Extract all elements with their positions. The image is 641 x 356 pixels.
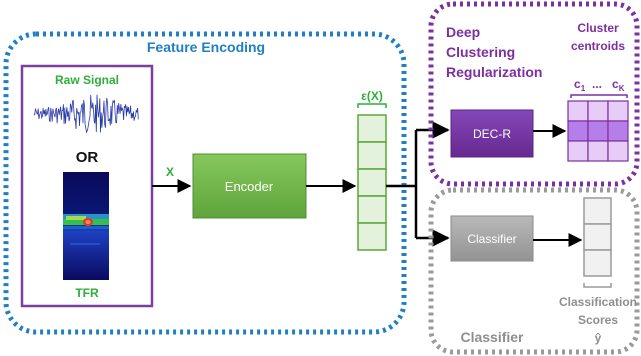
clustering-title-line2: Clustering: [446, 44, 515, 60]
classifier-region: [428, 187, 640, 355]
raw-signal-label: Raw Signal: [55, 73, 119, 87]
classifier-section-label: Classifier: [460, 329, 524, 345]
clustering-title-line3: Regularization: [446, 64, 542, 80]
input-x-label: X: [166, 165, 174, 179]
classification-scores-vector: [583, 197, 612, 277]
centroid-dots-label: ...: [592, 77, 602, 91]
classifier-block-label: Classifier: [467, 232, 516, 246]
embedding-split-connector: [386, 121, 450, 247]
centroid-c1-label: c1: [574, 77, 586, 93]
centroid-ck-label: cK: [612, 77, 625, 93]
classifier-block: [450, 215, 534, 262]
clustering-title-line1: Deep: [446, 24, 480, 40]
centroid-matrix: [567, 100, 629, 162]
decr-block: [450, 109, 534, 158]
embedding-vector: [357, 114, 387, 251]
or-label: OR: [76, 149, 99, 166]
centroid-bracket: [570, 94, 628, 98]
tfr-spectrogram: [63, 172, 109, 280]
scores-bracket: [583, 283, 612, 288]
cluster-centroids-label-line2: centroids: [571, 39, 625, 53]
tfr-label: TFR: [75, 286, 99, 300]
clustering-region: [428, 1, 640, 187]
classification-scores-label-line2: Scores: [578, 313, 618, 327]
classification-scores-symbol: ŷ: [595, 331, 602, 345]
encoder-block: [192, 153, 307, 219]
feature-encoding-title: Feature Encoding: [147, 39, 265, 55]
embedding-label: ε(X): [361, 89, 383, 103]
decr-label: DEC-R: [473, 127, 511, 141]
feature-encoding-region: [3, 31, 407, 335]
raw-signal-waveform: [33, 92, 140, 137]
cluster-centroids-label-line1: Cluster: [577, 21, 619, 35]
encoder-label: Encoder: [225, 179, 274, 194]
embedding-bracket: [357, 103, 387, 108]
classification-scores-label-line1: Classification: [559, 295, 637, 309]
